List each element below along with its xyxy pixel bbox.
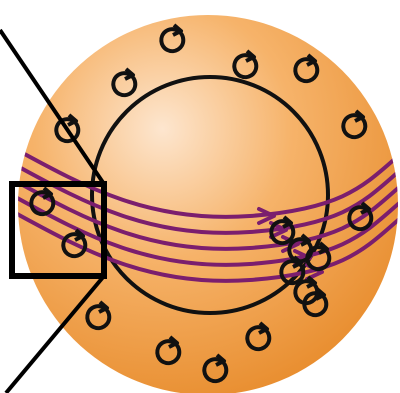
outer-sphere <box>18 15 398 393</box>
